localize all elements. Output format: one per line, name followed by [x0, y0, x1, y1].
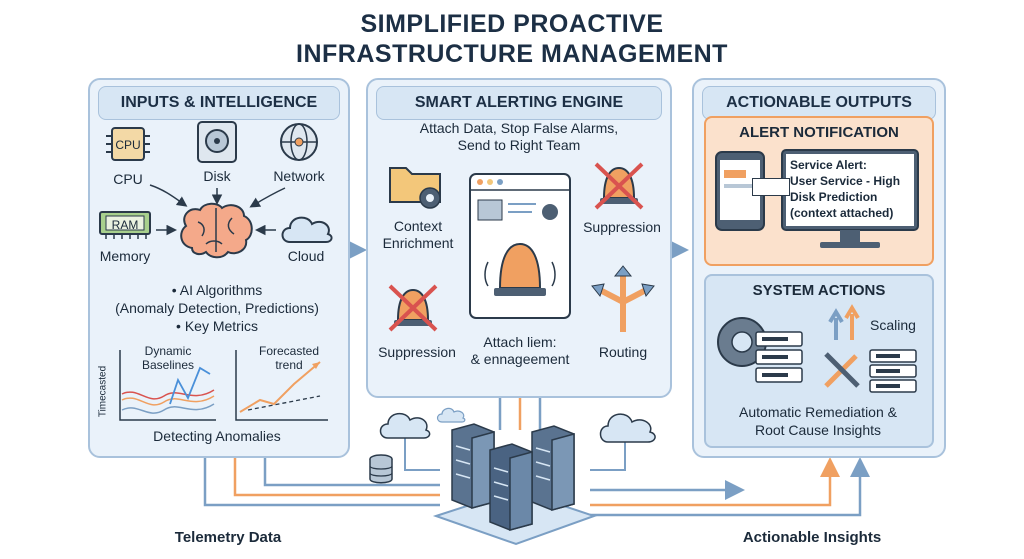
- routing-icon: [591, 265, 655, 332]
- ram-icon: [99, 211, 151, 239]
- dynamic-label: Dynamic: [144, 344, 192, 358]
- suppressed-bell-icon: [594, 162, 644, 210]
- key-metrics: • Key Metrics: [176, 318, 258, 334]
- cloud-icon-small: [436, 407, 466, 423]
- engine-subtitle-1: Attach Data, Stop False Alarms,: [419, 120, 619, 136]
- forecasted-label: Forecasted: [258, 344, 320, 358]
- disk-icon: [197, 121, 237, 163]
- gear-icon: [419, 187, 441, 209]
- cpu-label: CPU: [113, 171, 143, 187]
- alert-text-3: Disk Prediction: [790, 190, 878, 204]
- forecast-chart: [235, 350, 328, 421]
- system-actions-header: SYSTEM ACTIONS: [752, 282, 886, 299]
- cpu-icon: [106, 127, 150, 161]
- cloud-label: Cloud: [287, 248, 325, 264]
- tools-icon: [824, 352, 860, 388]
- network-icon: [280, 123, 318, 161]
- ram-chip-text: RAM: [111, 218, 139, 232]
- suppression-bottom-label: Suppression: [378, 344, 456, 360]
- baseline-chart: [119, 350, 216, 421]
- cloud-icon: [281, 216, 333, 243]
- enrichment-label: Enrichment: [382, 235, 454, 251]
- monitor-icon: [781, 149, 919, 248]
- cpu-chip-text: CPU: [115, 138, 141, 152]
- outputs-header: ACTIONABLE OUTPUTS: [702, 86, 936, 120]
- detecting-anomalies: Detecting Anomalies: [153, 428, 281, 444]
- engine-header: SMART ALERTING ENGINE: [376, 86, 662, 120]
- inputs-header: INPUTS & INTELLIGENCE: [98, 86, 340, 120]
- baselines-label: Baselines: [141, 358, 195, 372]
- server-stack-icon: [869, 349, 917, 393]
- suppression-top-label: Suppression: [583, 219, 661, 235]
- memory-label: Memory: [99, 248, 151, 264]
- engine-subtitle-2: Send to Right Team: [457, 137, 581, 153]
- remediation-label-1: Automatic Remediation &: [739, 404, 897, 420]
- title-line-2: INFRASTRUCTURE MANAGEMENT: [296, 40, 728, 68]
- alert-text-2: User Service - High: [790, 174, 901, 188]
- remediation-label-2: Root Cause Insights: [754, 422, 882, 438]
- alert-text-4: (context attached): [790, 206, 894, 220]
- scaling-arrows-icon: [828, 304, 860, 340]
- title-line-1: SIMPLIFIED PROACTIVE: [360, 10, 664, 38]
- trend-label: trend: [275, 358, 303, 372]
- telemetry-data-label: Telemetry Data: [174, 529, 282, 546]
- disk-label: Disk: [203, 168, 231, 184]
- suppressed-bell-icon-2: [388, 284, 438, 332]
- context-label: Context: [393, 218, 443, 234]
- cloud-icon-right: [599, 413, 656, 443]
- brain-icon: [180, 202, 253, 259]
- ai-algorithms-detail: (Anomaly Detection, Predictions): [115, 300, 319, 316]
- scaling-label: Scaling: [870, 317, 916, 333]
- timecasted-label: Timecasted: [97, 365, 109, 418]
- cloud-icon-left: [379, 412, 431, 439]
- network-label: Network: [273, 168, 325, 184]
- alert-window-icon: [469, 173, 571, 319]
- ai-algorithms: • AI Algorithms: [171, 282, 263, 298]
- database-icon: [369, 454, 393, 484]
- alert-text-1: Service Alert:: [790, 158, 867, 172]
- folder-icon: [389, 167, 441, 209]
- routing-label: Routing: [598, 344, 648, 360]
- alert-bubble: [752, 178, 790, 196]
- attach-label-2: & ennageement: [470, 351, 570, 367]
- server-cluster-icon: [432, 423, 598, 546]
- engine-panel: SMART ALERTING ENGINE: [366, 78, 672, 398]
- gear-server-icon: [717, 317, 803, 383]
- actionable-insights-label: Actionable Insights: [742, 529, 882, 546]
- attach-label-1: Attach liem:: [483, 334, 557, 350]
- alert-notification-header: ALERT NOTIFICATION: [739, 124, 899, 141]
